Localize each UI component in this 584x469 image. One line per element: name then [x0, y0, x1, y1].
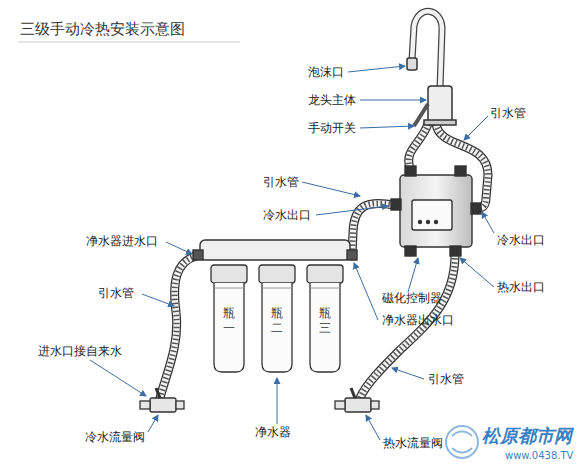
- hose-group: [160, 124, 488, 398]
- part-label: 热水流量阀: [383, 436, 443, 450]
- part-label: 冷水出口: [497, 233, 545, 247]
- filter-bottle: 瓶 一: [210, 264, 248, 374]
- bottle-line: [262, 288, 292, 289]
- part-label: 引水管: [263, 175, 299, 189]
- flow-valve: [140, 388, 379, 412]
- part-label: 冷水流量阀: [85, 430, 145, 444]
- hose-outline: [352, 203, 394, 256]
- leader-lines: [90, 66, 494, 440]
- bottle-label: 瓶 一: [222, 306, 236, 336]
- filter-header: [193, 240, 357, 260]
- watermark-logo: [446, 426, 478, 458]
- part-label: 冷水出口: [263, 208, 311, 222]
- bottle-cap: [307, 265, 343, 283]
- hose-braid: [409, 124, 428, 168]
- part-label: 净水器进水口: [86, 234, 158, 248]
- hose-fill: [352, 203, 394, 256]
- part-label: 磁化控制器: [382, 291, 442, 305]
- part-label: 引水管: [98, 286, 134, 300]
- bottle-body: [310, 283, 340, 372]
- part-label: 引水管: [490, 106, 526, 120]
- title-rule: [18, 42, 240, 43]
- hose-outline: [409, 124, 428, 168]
- bottle-body: [214, 283, 244, 372]
- part-label: 净水器出水口: [382, 313, 454, 327]
- bottle-line: [310, 288, 340, 289]
- watermark-url: www.0438.TV: [505, 450, 573, 462]
- bottle-label: 瓶 三: [318, 306, 332, 336]
- filter-bottle: 瓶 二: [258, 264, 296, 374]
- faucet: [407, 11, 456, 126]
- bottle-cap: [211, 265, 247, 283]
- bottle-line: [214, 288, 244, 289]
- bottle-cap: [259, 265, 295, 283]
- hose-fill: [160, 256, 196, 398]
- part-label: 进水口接自来水: [38, 344, 122, 358]
- part-label: 泡沫口: [308, 65, 344, 79]
- part-label: 手动开关: [308, 121, 356, 135]
- part-label: 热水出口: [497, 280, 545, 294]
- part-label: 净水器: [255, 425, 291, 439]
- bottle-label: 瓶 二: [270, 306, 284, 336]
- hose-braid: [352, 203, 394, 256]
- part-label: 引水管: [428, 372, 464, 386]
- magnetic-controller: [391, 166, 481, 256]
- part-label: 龙头主体: [308, 93, 356, 107]
- filter-bottle: 瓶 三: [306, 264, 344, 374]
- watermark: 松原都市网: [482, 426, 572, 446]
- hose-outline: [160, 256, 196, 398]
- hose-braid: [160, 256, 196, 398]
- bottle-body: [262, 283, 292, 372]
- diagram-title: 三级手动冷热安装示意图: [20, 20, 185, 38]
- hose-fill: [409, 124, 428, 168]
